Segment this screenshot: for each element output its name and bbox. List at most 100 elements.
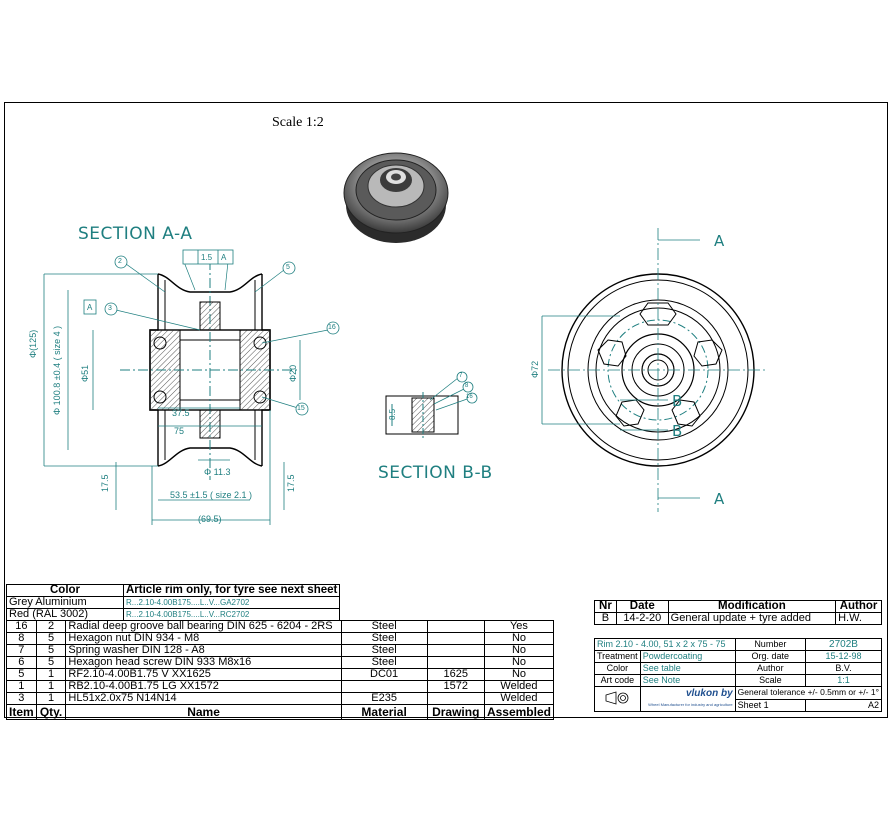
datum-a-marker: A: [87, 303, 93, 312]
bom-row: 6 5 Hexagon head screw DIN 933 M8x16 Ste…: [6, 656, 555, 669]
rev-header-nr: Nr: [594, 600, 617, 613]
rev-nr: B: [594, 612, 617, 625]
rev-date: 14-2-20: [615, 612, 669, 625]
orgdate-label: Org. date: [734, 650, 807, 663]
bom-assembled: No: [483, 644, 555, 657]
bom-name: RB2.10-4.00B1.75 LG XX1572: [65, 680, 342, 693]
bom-item: 8: [6, 632, 37, 645]
drawing-number: 2702B: [805, 638, 882, 651]
callout-8: 8: [465, 383, 469, 389]
dim-695: (69.5): [198, 514, 222, 524]
bom-qty: 5: [35, 632, 67, 645]
color-table: Color Article rim only, for tyre see nex…: [6, 584, 341, 621]
revision-row: B 14-2-20 General update + tyre added H.…: [594, 612, 882, 625]
color-name: Grey Aluminium: [6, 596, 124, 609]
bom-header-item: Item: [6, 704, 37, 720]
bom-assembled: Welded: [483, 692, 555, 705]
dim-d20: Φ20: [288, 364, 298, 382]
bom-item: 16: [6, 620, 37, 633]
bom-drawing: [426, 632, 485, 645]
bom-name: RF2.10-4.00B1.75 V XX1625: [65, 668, 342, 681]
bom-header-assembled: Assembled: [483, 704, 555, 720]
callout-3: 3: [108, 305, 112, 312]
logo-subtitle: Wheel Manufacturer for industry and agri…: [648, 702, 733, 707]
bom-name: HL51x2.0x75 N14N14: [65, 692, 342, 705]
dim-85: 8.5: [388, 408, 397, 420]
number-label: Number: [734, 638, 807, 651]
treatment-value: Powdercoating: [639, 650, 736, 663]
bom-drawing: [426, 620, 485, 633]
section-a-marker-top: A: [714, 232, 725, 250]
dim-375: 37.5: [172, 408, 190, 418]
bom-row: 16 2 Radial deep groove ball bearing DIN…: [6, 620, 555, 633]
bom-header-row: Item Qty. Name Material Drawing Assemble…: [6, 704, 555, 720]
dim-d72: Φ72: [530, 360, 540, 378]
projection-symbol-cell: [594, 686, 641, 712]
section-b-marker-top: B: [672, 392, 683, 410]
callout-5: 5: [286, 264, 290, 271]
callout-7: 7: [459, 373, 463, 379]
bom-name: Radial deep groove ball bearing DIN 625 …: [65, 620, 342, 633]
bom-qty: 1: [35, 680, 67, 693]
dim-175-left: 17.5: [100, 474, 110, 492]
paper-format: A2: [805, 698, 882, 712]
sheet-number: Sheet 1: [734, 698, 807, 712]
callout-16: 16: [328, 324, 336, 331]
bom-drawing: [426, 656, 485, 669]
bom-item: 6: [6, 656, 37, 669]
color-header: Color: [6, 584, 124, 597]
bom-drawing: 1572: [426, 680, 485, 693]
dim-175-right: 17.5: [286, 474, 296, 492]
dim-d1008: Φ 100.8 ±0.4 ( size 4 ): [52, 325, 62, 415]
section-aa-title: SECTION A-A: [78, 224, 193, 244]
dim-75: 75: [174, 426, 185, 436]
bom-drawing: [426, 644, 485, 657]
callout-16b: 16: [466, 394, 473, 400]
bom-qty: 1: [35, 668, 67, 681]
bom-header-material: Material: [340, 704, 428, 720]
bom-drawing: 1625: [426, 668, 485, 681]
bom-assembled: Yes: [483, 620, 555, 633]
bom-qty: 1: [35, 692, 67, 705]
section-aa-view: [43, 249, 340, 525]
section-bb-view: [385, 371, 478, 440]
article-ref: R...2.10-4.00B175....L..V...RC2702: [122, 608, 341, 621]
bom-material: DC01: [340, 668, 428, 681]
bom-row: 3 1 HL51x2.0x75 N14N14 E235 Welded: [6, 692, 555, 705]
scale-label-tb: Scale: [734, 674, 807, 687]
bom-row: 8 5 Hexagon nut DIN 934 - M8 Steel No: [6, 632, 555, 645]
title-block: Rim 2.10 - 4.00, 51 x 2 x 75 - 75 Number…: [594, 638, 883, 712]
artcode-value: See Note: [639, 674, 736, 687]
bom-header-drawing: Drawing: [426, 704, 485, 720]
article-ref: R...2.10-4.00B175....L..V...GA2702: [122, 596, 341, 609]
bom-material: [340, 680, 428, 693]
company-logo: vlukon by Wheel Manufacturer for industr…: [639, 686, 736, 712]
bom-material: Steel: [340, 632, 428, 645]
rev-header-modification: Modification: [667, 600, 837, 613]
rev-header-date: Date: [615, 600, 669, 613]
rev-author: H.W.: [835, 612, 882, 625]
part-description: Rim 2.10 - 4.00, 51 x 2 x 75 - 75: [594, 638, 736, 651]
rev-header-author: Author: [835, 600, 882, 613]
author-value: B.V.: [805, 662, 882, 675]
section-bb-title: SECTION B-B: [378, 463, 493, 483]
scale-value: 1:1: [805, 674, 882, 687]
bom-qty: 5: [35, 644, 67, 657]
color-value: See table: [639, 662, 736, 675]
projection-symbol-icon: [605, 690, 629, 705]
tolerance-datum: A: [221, 253, 227, 262]
orgdate-value: 15-12-98: [805, 650, 882, 663]
bom-material: Steel: [340, 656, 428, 669]
general-tolerance: General tolerance +/- 0.5mm or +/- 1°: [734, 686, 883, 700]
bom-header-name: Name: [65, 704, 342, 720]
bom-drawing: [426, 692, 485, 705]
dim-535: 53.5 ±1.5 ( size 2.1 ): [170, 490, 252, 500]
bom-name: Hexagon head screw DIN 933 M8x16: [65, 656, 342, 669]
rev-modification: General update + tyre added: [667, 612, 837, 625]
bom-assembled: No: [483, 632, 555, 645]
callout-2: 2: [118, 258, 122, 265]
bom-name: Spring washer DIN 128 - A8: [65, 644, 342, 657]
bom-item: 7: [6, 644, 37, 657]
dim-d113: Φ 11.3: [204, 467, 231, 477]
